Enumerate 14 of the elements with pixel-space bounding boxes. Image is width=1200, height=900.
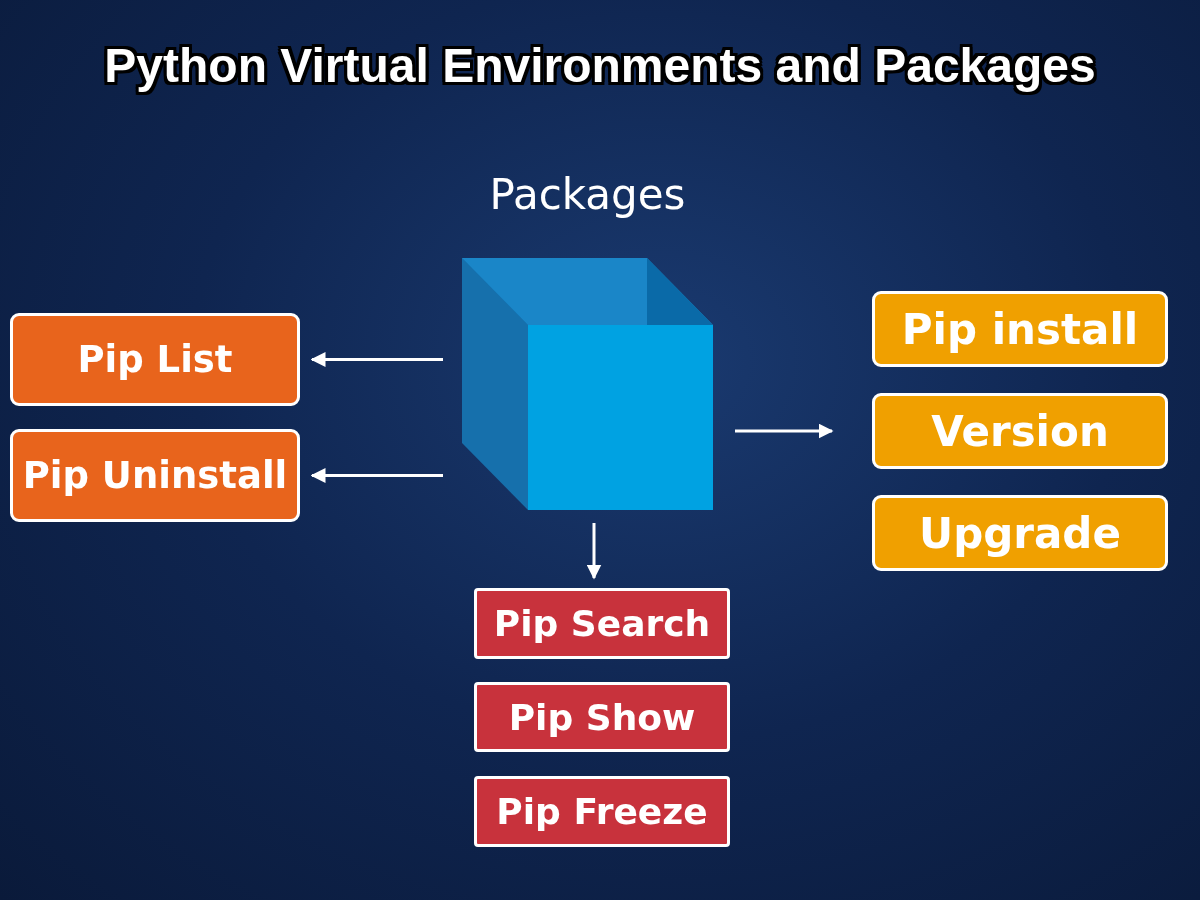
arrow	[310, 468, 443, 483]
arrow	[310, 352, 443, 367]
command-box: Version	[872, 393, 1168, 469]
command-box: Pip install	[872, 291, 1168, 367]
command-box: Pip Uninstall	[10, 429, 300, 522]
title: Python Virtual Environments and Packages	[103, 38, 1097, 93]
command-box: Pip Show	[474, 682, 730, 752]
arrow	[735, 423, 834, 439]
command-box: Pip Search	[474, 588, 730, 659]
arrow	[586, 523, 602, 580]
command-box: Upgrade	[872, 495, 1168, 571]
command-box: Pip List	[10, 313, 300, 406]
command-box: Pip Freeze	[474, 776, 730, 847]
cube-heading: Packages	[488, 170, 687, 219]
